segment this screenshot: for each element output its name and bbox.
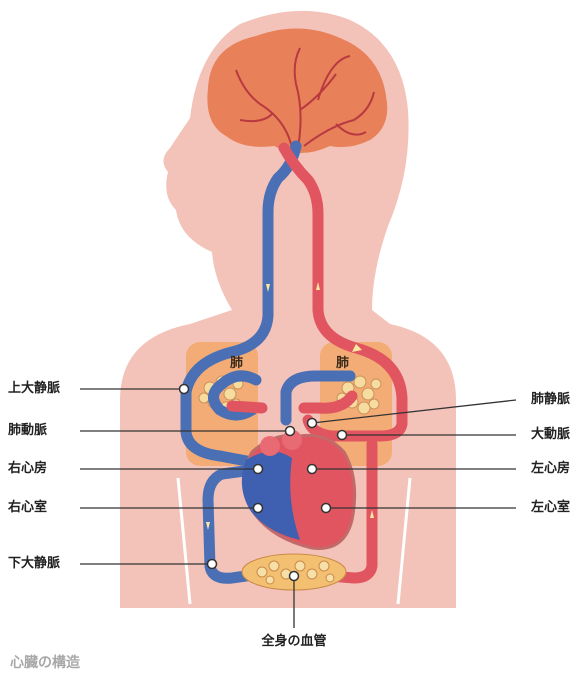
heart-top-left — [260, 436, 280, 456]
label-pulmonary-vein: 肺静脈 — [531, 392, 570, 408]
label-superior-vena-cava: 上大静脈 — [8, 381, 60, 397]
diagram-caption: 心臓の構造 — [10, 652, 80, 672]
label-aorta: 大動脈 — [531, 427, 570, 443]
label-left-atrium: 左心房 — [531, 461, 570, 477]
label-right-ventricle: 右心室 — [8, 500, 47, 516]
label-left-ventricle: 左心室 — [531, 500, 570, 516]
label-right-atrium: 右心房 — [8, 461, 47, 477]
lung-label-left: 肺 — [230, 352, 243, 371]
label-inferior-vena-cava: 下大静脈 — [8, 556, 60, 572]
label-body-vessels: 全身の血管 — [261, 634, 326, 650]
label-pulmonary-artery: 肺動脈 — [8, 423, 47, 439]
lung-label-right: 肺 — [336, 352, 349, 371]
